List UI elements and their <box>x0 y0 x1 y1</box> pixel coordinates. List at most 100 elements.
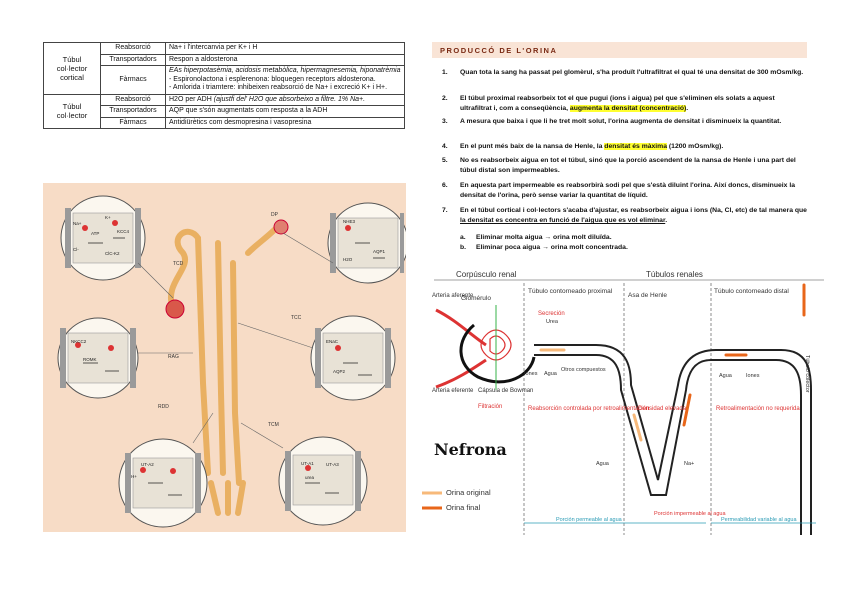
legend-original: Orina original <box>446 488 491 497</box>
ion-label: NKCC2 <box>71 339 87 344</box>
ion-label: NHE3 <box>343 219 356 224</box>
list-text: En el punt més baix de la nansa de Henle… <box>460 142 808 152</box>
ion-label: ATP <box>91 231 99 236</box>
feedback-label: Retroalimentación no requerida <box>716 406 800 412</box>
list-text-part: El túbul proximal reabsorbeix tot el que… <box>460 95 775 113</box>
ions3-label: Iones <box>746 373 760 379</box>
content-cell: Antidiürètics com desmopresina i vasopre… <box>165 116 405 129</box>
section-title-bar: PRODUCCÓ DE L'ORINA <box>432 42 807 58</box>
impermeable-label: Porción impermeable al agua <box>654 511 726 517</box>
nephron-figure: Corpúsculo renal Túbulos renales Túbulo … <box>416 265 826 540</box>
content-italic: (ajustfi del' H2O que absorbeixo a filtr… <box>213 95 366 103</box>
reabsorption-label: Reabsorción controlada por retroalimenta… <box>528 406 649 412</box>
section-cell: Fàrmacs <box>100 65 166 95</box>
afferent-label: Arteria aferente <box>432 293 474 299</box>
list-number: 5. <box>442 157 448 164</box>
list-text: A mesura que baixa i que li he tret molt… <box>460 118 782 125</box>
underlined-text: la densitat es concentra en funció de l'… <box>460 217 666 225</box>
content-line: - Espironolactona i esplerenona: bloqueg… <box>169 75 376 83</box>
urea-label: Urea <box>546 319 559 325</box>
table-row: Fàrmacs Antidiürètics com desmopresina i… <box>44 116 405 129</box>
content-cell: Na+ i l'intercanvia per K+ i H <box>165 42 405 55</box>
ion-label: ENaC <box>326 339 339 344</box>
section-cell: Reabsorció <box>100 93 166 106</box>
list-number: 3. <box>442 118 448 125</box>
ion-label: urea <box>305 475 315 480</box>
kidney-table: Túbul col·lector cortical Reabsorció Na+… <box>43 42 405 129</box>
permeable-label: Porción permeable al agua <box>556 517 623 523</box>
segment-label: DP <box>271 212 279 218</box>
ion-label: H+ <box>131 474 137 479</box>
list-text-part: . <box>686 105 689 113</box>
secretion-label: Secreción <box>538 311 565 317</box>
ion-label: UT-A2 <box>141 462 154 467</box>
list-text: Eliminar molta aigua → orina molt diluïd… <box>476 234 612 241</box>
content-cell: AQP que s'són augmentats com resposta a … <box>165 105 405 118</box>
water-label: Agua <box>544 371 558 377</box>
content-cell: Respon a aldosterona <box>165 53 405 66</box>
ion-label: AQP1 <box>373 249 386 254</box>
others-label: Otros compuestos <box>561 367 606 373</box>
henle-label: Asa de Henle <box>628 292 667 299</box>
highlight-text: augmenta la densitat (concentració) <box>569 105 687 113</box>
section-cell: Fàrmacs <box>100 116 166 129</box>
section-cell: Transportadors <box>100 53 166 66</box>
content-cell: H2O per ADH (ajustfi del' H2O que absorb… <box>165 93 405 106</box>
transport-diagram: TCD TCC RAG TCM RDD DP <box>57 195 409 528</box>
ion-label: AQP2 <box>333 369 346 374</box>
highlight-text: densitat és màxima <box>604 143 668 150</box>
bowman-label: Cápsula de Bowman <box>478 388 533 394</box>
list-number: 2. <box>442 95 448 102</box>
ion-label: UT-A1 <box>301 461 314 466</box>
water3-label: Agua <box>719 373 733 379</box>
water2-label: Agua <box>596 461 610 467</box>
list-text: Quan tota la sang ha passat pel glomèrul… <box>460 69 804 76</box>
list-number: 7. <box>442 207 448 214</box>
list-number: 1. <box>442 69 448 76</box>
list-text-part: En el punt més baix de la nansa de Henle… <box>460 143 605 150</box>
na-label: Na+ <box>684 461 694 467</box>
list-number: b. <box>460 244 467 251</box>
ion-label: H2O <box>343 257 353 262</box>
content-text: H2O per ADH <box>169 95 212 103</box>
tubules-label: Túbulos renales <box>646 270 703 279</box>
ion-label: K+ <box>105 215 111 220</box>
table-row: Túbul col·lector Reabsorció H2O per ADH … <box>43 93 405 129</box>
list-number: 4. <box>442 143 448 150</box>
list-text-part: . <box>665 217 668 225</box>
ion-label: Cl- <box>73 247 79 252</box>
proximal-label: Túbulo contorneado proximal <box>528 288 613 295</box>
list-text-part: En el túbul cortical i col·lectors s'aca… <box>460 207 807 214</box>
glomerulus-label: Glomérulo <box>461 295 491 302</box>
nephron-title: Nefrona <box>434 440 507 459</box>
list-number: a. <box>460 234 466 241</box>
collector-label: Túbulo colector <box>804 355 810 393</box>
ion-label: KCC4 <box>117 229 130 234</box>
segment-label: TCC <box>291 315 302 321</box>
list-text: El túbul proximal reabsorbeix tot el que… <box>460 94 808 115</box>
list-text: No es reabsorbeix aigua en tot el túbul,… <box>460 157 796 175</box>
segment-label: RDD <box>158 404 169 410</box>
variable-permeability-label: Permeabilidad variable al agua <box>721 517 797 523</box>
segment-label: TCM <box>268 422 279 428</box>
corpuscle-label: Corpúsculo renal <box>456 270 517 279</box>
content-line: - Amlorida i triamtere: inhibeixen reabs… <box>169 84 388 91</box>
filtration-label: Filtración <box>478 404 502 410</box>
section-cell: Reabsorció <box>100 42 166 55</box>
nephron-diagram: Corpúsculo renal Túbulos renales Túbulo … <box>422 270 824 535</box>
section-cell: Transportadors <box>100 105 166 118</box>
ion-label: UT-A3 <box>326 462 339 467</box>
list-text: Eliminar poca aigua → orina molt concent… <box>476 244 628 251</box>
tubule-transport-figure: TCD TCC RAG TCM RDD DP <box>43 183 409 532</box>
table-row: Túbul col·lector cortical Reabsorció Na+… <box>43 42 405 95</box>
content-line: EAs hiperpotasèmia, acidosis metabòlica,… <box>169 67 401 74</box>
section-title: PRODUCCÓ DE L'ORINA <box>440 46 558 55</box>
table-row: Fàrmacs EAs hiperpotasèmia, acidosis met… <box>44 65 405 95</box>
legend-final: Orina final <box>446 503 481 512</box>
segment-label: TCD <box>173 261 184 267</box>
segment-cell: Túbul col·lector cortical <box>43 42 101 95</box>
distal-label: Túbulo contorneado distal <box>714 288 789 295</box>
ions-label: Iones <box>524 371 538 377</box>
list-text: En aquesta part impermeable es reabsorbi… <box>460 182 795 200</box>
segment-label: RAG <box>168 354 179 360</box>
